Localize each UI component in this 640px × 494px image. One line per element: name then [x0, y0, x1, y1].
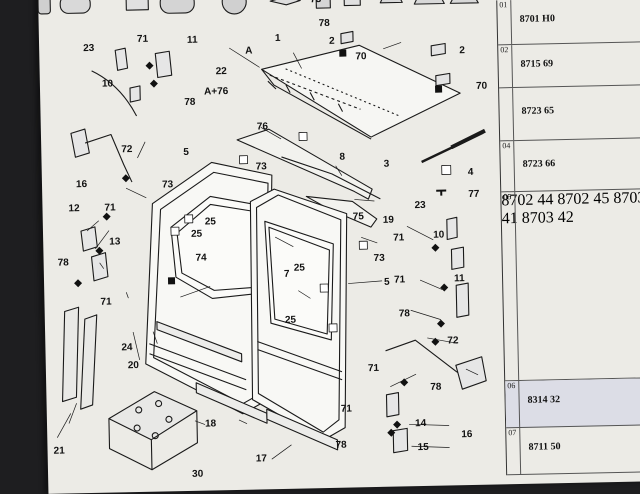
callout-21: 21	[53, 446, 65, 457]
callout-a: A	[245, 46, 252, 57]
callout-13: 13	[109, 236, 121, 247]
callout-14: 14	[415, 418, 427, 429]
roof-panel	[261, 44, 461, 140]
callout-25: 25	[294, 262, 306, 273]
part-code: 8703 42	[521, 208, 574, 227]
callout-5: 5	[384, 277, 390, 288]
part-code: 8702 45	[557, 190, 610, 209]
callout-11: 11	[454, 273, 465, 284]
callout-71: 71	[100, 297, 112, 308]
callout-25: 25	[191, 229, 203, 240]
callout-72: 72	[121, 144, 133, 155]
part-reference-table: 01 8701 H0 02 8715 69 8723 65 04 8723 66…	[496, 0, 640, 476]
callout-71: 71	[393, 232, 405, 243]
part-code: 8715 69	[520, 58, 554, 70]
callout-22-note: A+76	[204, 86, 229, 98]
table-group-05: 05 8702 44 8702 45 8703 41 8703 42	[501, 188, 640, 382]
row-index: 04	[500, 141, 516, 192]
right-rear-door	[249, 188, 348, 441]
callout-labels: 1 2 2 70 70 A 22 A+76 23 71 11 10 78 76 …	[53, 0, 488, 480]
fastener-marks	[74, 49, 449, 437]
callout-78: 78	[335, 440, 347, 451]
callout-8: 8	[339, 152, 345, 163]
callout-16: 16	[76, 179, 88, 190]
callout-73: 73	[310, 0, 322, 5]
callout-17: 17	[256, 453, 268, 464]
lock-block	[108, 391, 198, 471]
callout-4: 4	[468, 167, 474, 178]
left-hinges	[61, 47, 173, 410]
hardware-strip	[38, 0, 479, 15]
part-code: 8711 50	[528, 441, 561, 453]
row-index: 01	[497, 0, 513, 45]
callout-78: 78	[184, 97, 196, 108]
callout-25: 25	[205, 216, 217, 227]
callout-73: 73	[162, 179, 174, 190]
callout-78: 78	[430, 382, 442, 393]
callout-78: 78	[399, 308, 411, 319]
callout-71: 71	[137, 34, 149, 45]
part-code: 8723 66	[522, 158, 556, 170]
table-row: 01 8701 H0	[497, 0, 640, 46]
table-row: 02 8715 69	[498, 42, 640, 89]
row-index: 07	[506, 427, 522, 475]
right-hinges	[340, 30, 487, 454]
callout-77: 77	[468, 189, 480, 200]
callout-12: 12	[68, 203, 80, 214]
callout-19: 19	[383, 215, 395, 226]
callout-3: 3	[384, 159, 390, 170]
callout-74: 74	[195, 253, 207, 264]
callout-18: 18	[205, 418, 217, 429]
diagram-drawing: 1 2 2 70 70 A 22 A+76 23 71 11 10 78 76 …	[38, 0, 488, 480]
callout-7: 7	[284, 269, 290, 280]
callout-70: 70	[355, 51, 367, 62]
table-row: 8723 65	[499, 85, 640, 142]
callout-30: 30	[192, 469, 204, 480]
callout-24: 24	[121, 342, 133, 353]
callout-78: 78	[319, 18, 331, 29]
callout-70: 70	[476, 81, 488, 92]
callout-5: 5	[183, 147, 189, 158]
callout-76: 76	[257, 121, 269, 132]
callout-73: 73	[256, 161, 268, 172]
callout-1: 1	[275, 33, 281, 44]
callout-75: 75	[353, 211, 365, 222]
callout-25: 25	[285, 315, 297, 326]
callout-15: 15	[417, 442, 429, 453]
part-code: 8723 65	[521, 105, 555, 117]
callout-22: 22	[216, 66, 228, 77]
callout-10: 10	[102, 78, 114, 89]
callout-10: 10	[433, 230, 445, 241]
callout-71: 71	[104, 202, 116, 213]
exploded-parts-diagram: 1 2 2 70 70 A 22 A+76 23 71 11 10 78 76 …	[38, 0, 508, 494]
callout-2: 2	[459, 45, 465, 56]
table-row: 06 8314 32	[505, 377, 640, 429]
table-row: 07 8711 50	[506, 424, 640, 476]
callout-23: 23	[414, 200, 426, 211]
callout-16: 16	[461, 429, 473, 440]
part-code: 8314 32	[527, 394, 561, 406]
callout-72: 72	[447, 335, 459, 346]
row-index	[499, 88, 515, 141]
lower-trim	[195, 382, 268, 424]
callout-23: 23	[83, 43, 95, 54]
leader-lines	[56, 42, 479, 460]
callout-71: 71	[341, 404, 353, 415]
table-row: 04 8723 66	[500, 138, 640, 193]
callout-2: 2	[329, 36, 335, 47]
callout-11: 11	[187, 35, 198, 46]
catalog-page: 1 2 2 70 70 A 22 A+76 23 71 11 10 78 76 …	[38, 0, 640, 494]
part-code: 8701 H0	[519, 13, 556, 25]
callout-71: 71	[394, 274, 406, 285]
row-index: 02	[498, 45, 514, 88]
row-index: 06	[505, 381, 521, 428]
callout-71: 71	[368, 363, 380, 374]
callout-78: 78	[468, 0, 480, 2]
callout-20: 20	[128, 360, 140, 371]
label-boxes	[170, 131, 452, 333]
callout-78: 78	[58, 257, 70, 268]
callout-73: 73	[373, 253, 385, 264]
